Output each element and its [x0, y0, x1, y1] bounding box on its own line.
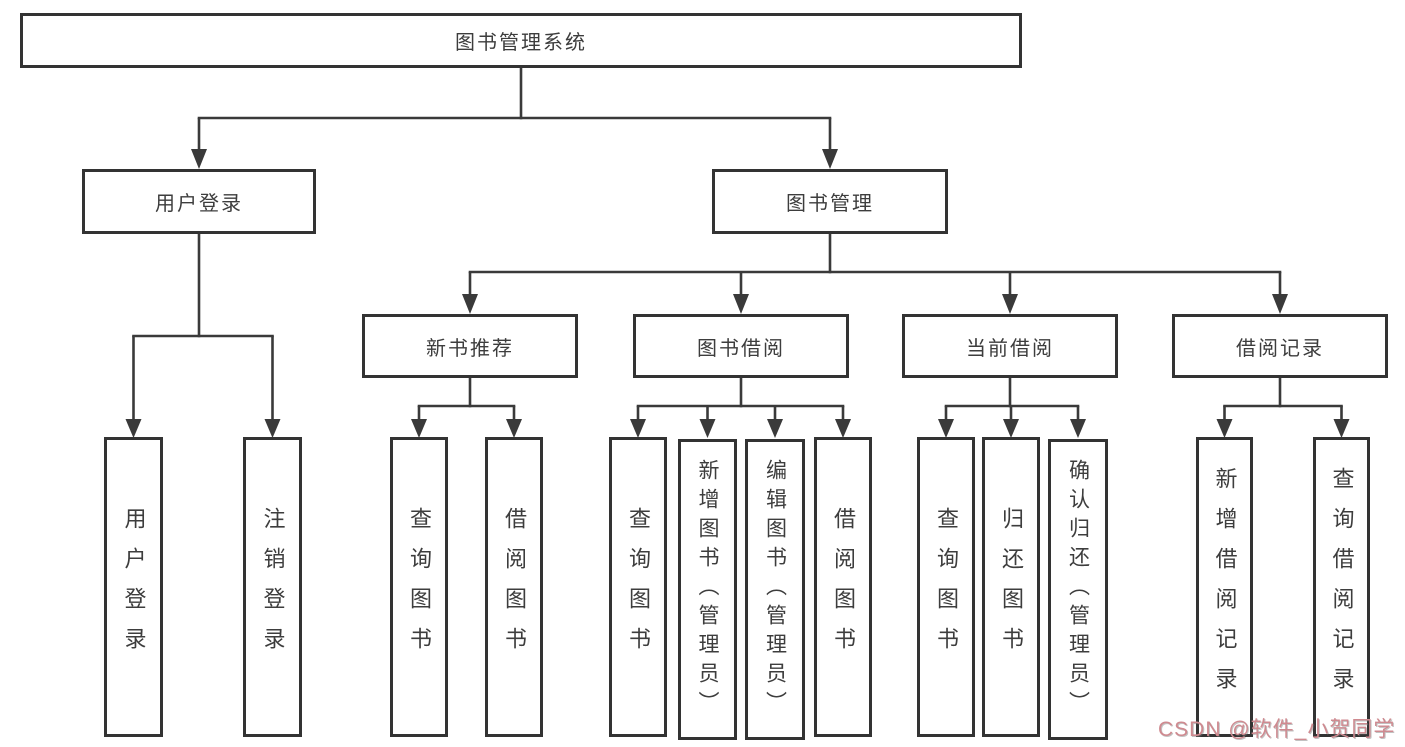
leaf-edit-books-admin: 编辑图书（管理员）	[745, 439, 805, 740]
node-label: 借阅图书	[502, 507, 527, 667]
node-current-borrow: 当前借阅	[902, 314, 1118, 378]
node-label: 查询图书	[626, 507, 651, 667]
node-label: 借阅图书	[831, 507, 856, 667]
leaf-add-books-admin: 新增图书（管理员）	[678, 439, 737, 740]
leaf-query-borrow-record: 查询借阅记录	[1313, 437, 1370, 737]
node-label: 新增借阅记录	[1212, 467, 1238, 707]
node-label: 新增图书（管理员）	[696, 459, 719, 720]
node-label: 查询图书	[407, 507, 432, 667]
connector-current-group	[938, 378, 1086, 438]
leaf-current-query-books: 查询图书	[917, 437, 975, 737]
leaf-recommend-query-books: 查询图书	[390, 437, 448, 737]
node-user-login: 用户登录	[82, 169, 316, 234]
leaf-borrow-books: 借阅图书	[814, 437, 872, 737]
node-library-management-system: 图书管理系统	[20, 13, 1022, 68]
node-label: 用户登录	[155, 193, 243, 215]
node-label: 查询图书	[934, 507, 959, 667]
connector-borrow-group	[630, 378, 851, 438]
node-label: 确认归还（管理员）	[1066, 459, 1090, 720]
node-label: 编辑图书（管理员）	[763, 459, 787, 720]
node-book-management: 图书管理	[712, 169, 948, 234]
node-label: 借阅记录	[1236, 337, 1324, 360]
leaf-add-borrow-record: 新增借阅记录	[1196, 437, 1253, 737]
leaf-confirm-return-admin: 确认归还（管理员）	[1048, 439, 1108, 740]
csdn-watermark: CSDN @软件_小贺同学	[1158, 718, 1396, 741]
connector-root-to-level2	[191, 68, 838, 169]
leaf-return-books: 归还图书	[982, 437, 1040, 737]
leaf-logout-login: 注销登录	[243, 437, 302, 737]
node-label: 归还图书	[999, 507, 1024, 667]
node-label: 图书管理	[786, 193, 874, 215]
node-label: 新书推荐	[426, 337, 514, 360]
connector-records-group	[1216, 378, 1350, 438]
leaf-recommend-borrow-books: 借阅图书	[485, 437, 543, 737]
node-book-borrow: 图书借阅	[633, 314, 849, 378]
leaf-user-login: 用户登录	[104, 437, 163, 737]
node-new-book-recommend: 新书推荐	[362, 314, 578, 378]
connector-recommend-group	[411, 378, 522, 438]
node-label: 注销登录	[260, 507, 286, 667]
node-label: 用户登录	[121, 507, 147, 667]
node-label: 当前借阅	[966, 337, 1054, 360]
node-label: 图书借阅	[697, 337, 785, 360]
node-borrow-records: 借阅记录	[1172, 314, 1388, 378]
leaf-borrow-query-books: 查询图书	[609, 437, 667, 737]
node-label: 图书管理系统	[455, 32, 587, 54]
connector-book-management-to-level3	[462, 234, 1288, 314]
connector-user-login-group	[125, 234, 281, 438]
node-label: 查询借阅记录	[1329, 467, 1355, 707]
